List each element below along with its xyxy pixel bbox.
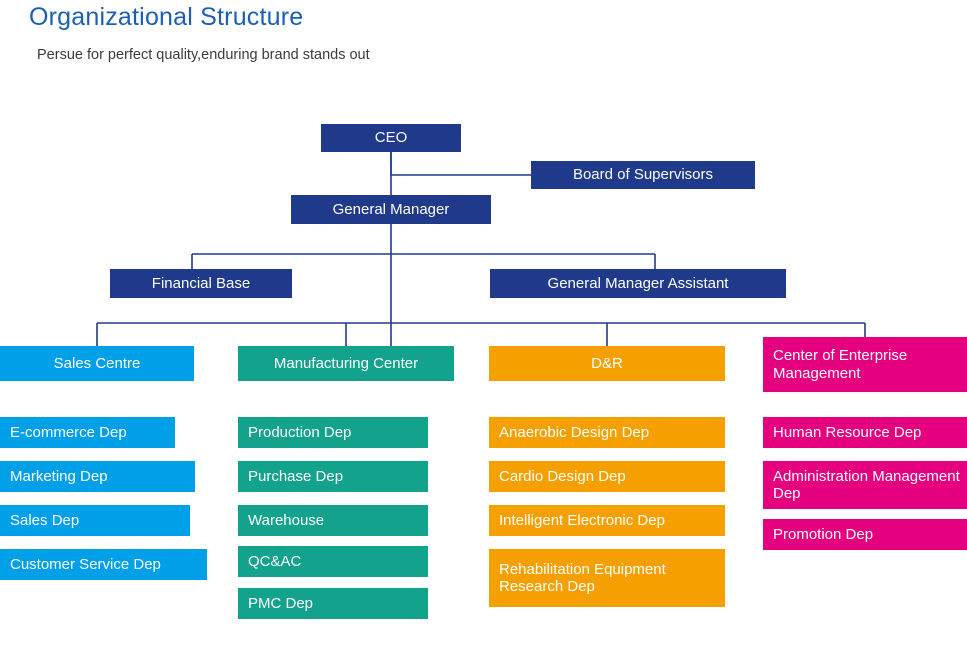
column-head-manufacturing-label: Manufacturing Center <box>273 354 419 372</box>
column-item-enterprise-1-label: Administration Management Dep <box>773 467 960 502</box>
column-item-manufacturing-1-label: Purchase Dep <box>248 467 344 485</box>
column-item-manufacturing-2-label: Warehouse <box>248 511 325 529</box>
node-board[interactable]: Board of Supervisors <box>531 161 755 189</box>
node-ceo[interactable]: CEO <box>321 124 461 152</box>
column-item-dr-0[interactable]: Anaerobic Design Dep <box>489 417 725 448</box>
column-item-enterprise-1[interactable]: Administration Management Dep <box>763 461 967 509</box>
column-head-sales[interactable]: Sales Centre <box>0 346 194 381</box>
page-subtitle: Persue for perfect quality,enduring bran… <box>37 47 370 63</box>
column-item-manufacturing-1[interactable]: Purchase Dep <box>238 461 428 492</box>
column-item-enterprise-2-label: Promotion Dep <box>773 525 874 543</box>
node-financial-label: Financial Base <box>151 274 251 292</box>
column-item-sales-1-label: Marketing Dep <box>10 467 108 485</box>
column-head-dr-label: D&R <box>591 354 623 372</box>
page-title: Organizational Structure <box>29 3 304 31</box>
node-financial[interactable]: Financial Base <box>110 269 292 298</box>
column-item-dr-3-label: Rehabilitation Equipment Research Dep <box>499 560 666 595</box>
node-gm[interactable]: General Manager <box>291 195 491 224</box>
column-head-enterprise[interactable]: Center of Enterprise Management <box>763 337 967 392</box>
column-item-dr-0-label: Anaerobic Design Dep <box>499 423 650 441</box>
column-head-dr[interactable]: D&R <box>489 346 725 381</box>
column-item-sales-2[interactable]: Sales Dep <box>0 505 190 536</box>
column-item-sales-1[interactable]: Marketing Dep <box>0 461 195 492</box>
node-gm-label: General Manager <box>332 200 450 218</box>
column-item-sales-0-label: E-commerce Dep <box>10 423 127 441</box>
node-ceo-label: CEO <box>374 129 408 147</box>
column-item-manufacturing-0[interactable]: Production Dep <box>238 417 428 448</box>
node-gma[interactable]: General Manager Assistant <box>490 269 786 298</box>
column-item-dr-1-label: Cardio Design Dep <box>499 467 626 485</box>
column-item-sales-3-label: Customer Service Dep <box>10 555 161 573</box>
column-item-sales-0[interactable]: E-commerce Dep <box>0 417 175 448</box>
column-item-manufacturing-2[interactable]: Warehouse <box>238 505 428 536</box>
ceo-to-board <box>390 152 531 176</box>
column-item-manufacturing-3[interactable]: QC&AC <box>238 546 428 577</box>
node-board-label: Board of Supervisors <box>572 166 714 184</box>
column-item-enterprise-0[interactable]: Human Resource Dep <box>763 417 967 448</box>
column-head-sales-label: Sales Centre <box>53 354 141 372</box>
column-item-dr-1[interactable]: Cardio Design Dep <box>489 461 725 492</box>
column-item-manufacturing-4-label: PMC Dep <box>248 594 314 612</box>
column-item-enterprise-0-label: Human Resource Dep <box>773 423 922 441</box>
column-item-manufacturing-0-label: Production Dep <box>248 423 352 441</box>
column-item-sales-3[interactable]: Customer Service Dep <box>0 549 207 580</box>
column-item-dr-2-label: Intelligent Electronic Dep <box>499 511 665 529</box>
column-head-manufacturing[interactable]: Manufacturing Center <box>238 346 454 381</box>
column-item-sales-2-label: Sales Dep <box>10 511 80 529</box>
column-item-dr-3[interactable]: Rehabilitation Equipment Research Dep <box>489 549 725 607</box>
column-item-manufacturing-3-label: QC&AC <box>248 552 302 570</box>
node-gma-label: General Manager Assistant <box>547 274 729 292</box>
column-item-enterprise-2[interactable]: Promotion Dep <box>763 519 967 550</box>
column-head-enterprise-label: Center of Enterprise Management <box>773 347 908 382</box>
column-item-manufacturing-4[interactable]: PMC Dep <box>238 588 428 619</box>
column-item-dr-2[interactable]: Intelligent Electronic Dep <box>489 505 725 536</box>
